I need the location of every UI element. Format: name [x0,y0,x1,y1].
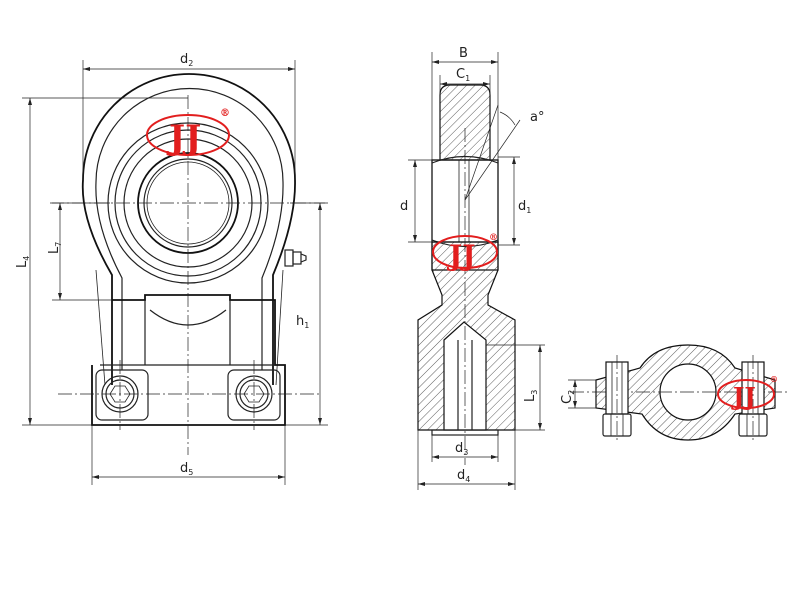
bolt-left [95,369,149,421]
label-a: a° [530,110,544,125]
label-d: d [400,199,408,214]
front-view: d2 L4 L7 h1 d5 JJ ® [15,52,328,485]
label-L4: L4 [15,256,31,268]
label-L7: L7 [47,242,63,254]
label-d4: d4 [457,468,470,484]
label-d3: d3 [455,441,468,457]
brand-logo-clamp: JJ ® [717,374,778,411]
svg-text:JJ: JJ [731,382,756,411]
grease-nipple [284,249,307,267]
base-block [91,294,286,426]
label-h1: h1 [296,314,309,330]
label-d5: d5 [180,461,193,477]
svg-text:JJ: JJ [166,118,201,158]
svg-text:®: ® [770,374,778,384]
svg-text:®: ® [220,108,230,119]
svg-text:JJ: JJ [446,239,476,272]
rod-end-inner-outline [95,87,284,370]
label-d2: d2 [180,52,193,68]
rod-end-outline [81,73,296,385]
svg-text:®: ® [489,233,498,243]
side-section-view: B C1 a° d d1 L3 [400,46,545,490]
label-B: B [459,46,468,61]
brand-logo: JJ ® [146,108,230,158]
label-d1: d1 [518,199,531,215]
brand-logo-side: JJ ® [432,233,498,272]
label-C2: C2 [560,390,576,404]
label-C1: C1 [456,67,470,83]
label-L3: L3 [523,390,539,402]
clamp-section-view: C2 JJ ® [560,344,790,442]
